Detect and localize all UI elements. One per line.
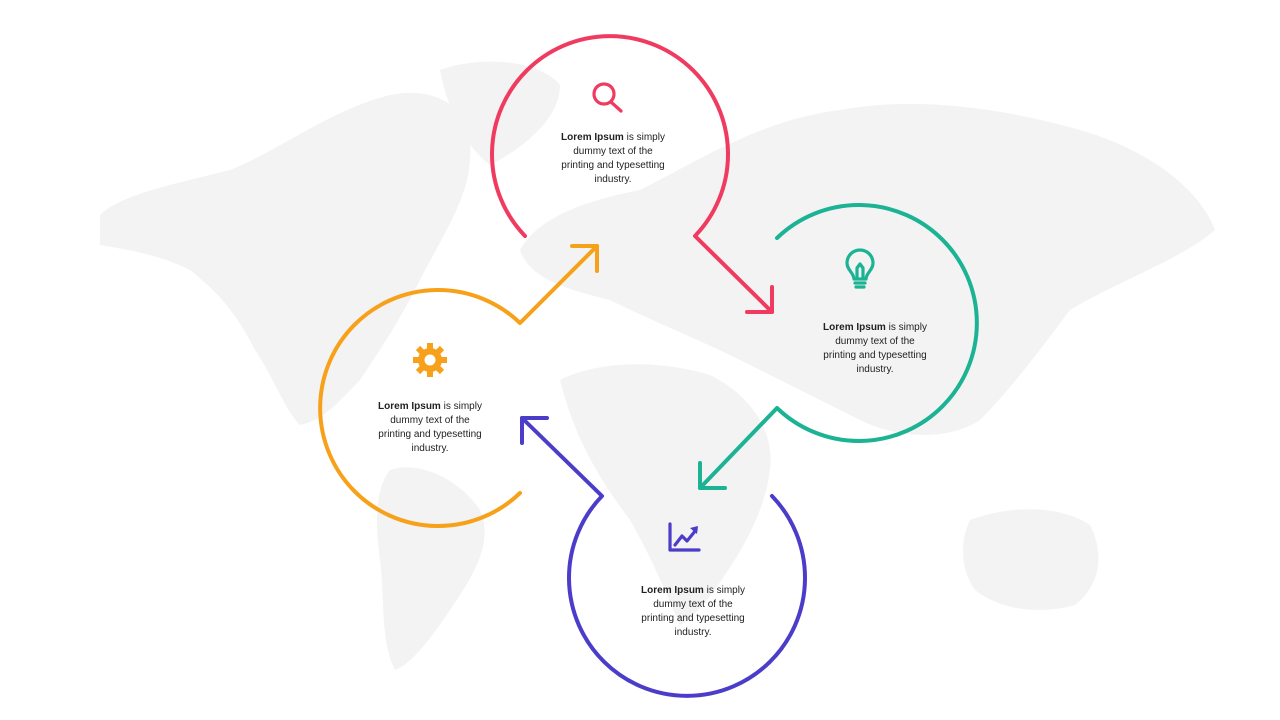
ring-orange-arc xyxy=(318,244,599,528)
arrow-green-head xyxy=(698,461,727,490)
text-line-2: dummy text of the xyxy=(653,599,733,610)
step-text-green: Lorem Ipsum is simply dummy text of the … xyxy=(800,321,950,377)
text-line-3: printing and typesetting xyxy=(378,429,482,440)
map-australia xyxy=(963,509,1099,610)
text-line-3: printing and typesetting xyxy=(823,350,927,361)
ring-green-arc xyxy=(698,203,979,490)
step-title: Lorem Ipsum xyxy=(561,132,624,143)
step-text-purple: Lorem Ipsum is simply dummy text of the … xyxy=(618,584,768,640)
lightbulb-icon xyxy=(845,248,875,289)
map-south-america xyxy=(377,467,485,670)
ring-purple xyxy=(520,416,807,698)
map-africa xyxy=(560,364,771,625)
text-line-1: Lorem Ipsum is simply xyxy=(538,131,688,145)
world-map-background xyxy=(100,61,1215,670)
map-europe-asia xyxy=(520,103,1215,435)
text-line-1: Lorem Ipsum is simply xyxy=(618,584,768,598)
map-north-america xyxy=(100,92,471,425)
text-line-2: dummy text of the xyxy=(835,336,915,347)
text-line-4: industry. xyxy=(594,174,632,185)
arrow-red-head xyxy=(745,285,774,314)
text-line-1-rest: is simply xyxy=(888,322,927,333)
gear-icon xyxy=(413,343,447,377)
text-line-1: Lorem Ipsum is simply xyxy=(800,321,950,335)
arrow-purple-head xyxy=(520,416,549,445)
search-icon xyxy=(592,82,623,113)
step-title: Lorem Ipsum xyxy=(823,322,886,333)
step-title: Lorem Ipsum xyxy=(641,585,704,596)
text-line-4: industry. xyxy=(674,627,712,638)
ring-orange xyxy=(318,244,599,528)
ring-red-arc xyxy=(490,34,774,314)
step-text-red: Lorem Ipsum is simply dummy text of the … xyxy=(538,131,688,187)
text-line-1-rest: is simply xyxy=(626,132,665,143)
text-line-3: printing and typesetting xyxy=(561,160,665,171)
text-line-1: Lorem Ipsum is simply xyxy=(355,400,505,414)
step-title: Lorem Ipsum xyxy=(378,401,441,412)
ring-red xyxy=(490,34,774,314)
text-line-1-rest: is simply xyxy=(706,585,745,596)
text-line-2: dummy text of the xyxy=(573,146,653,157)
text-line-4: industry. xyxy=(856,364,894,375)
step-text-orange: Lorem Ipsum is simply dummy text of the … xyxy=(355,400,505,456)
arrow-orange-head xyxy=(570,244,599,273)
text-line-1-rest: is simply xyxy=(443,401,482,412)
ring-purple-arc xyxy=(520,416,807,698)
growth-chart-icon xyxy=(668,522,701,552)
text-line-2: dummy text of the xyxy=(390,415,470,426)
text-line-3: printing and typesetting xyxy=(641,613,745,624)
text-line-4: industry. xyxy=(411,443,449,454)
ring-green xyxy=(698,203,979,490)
